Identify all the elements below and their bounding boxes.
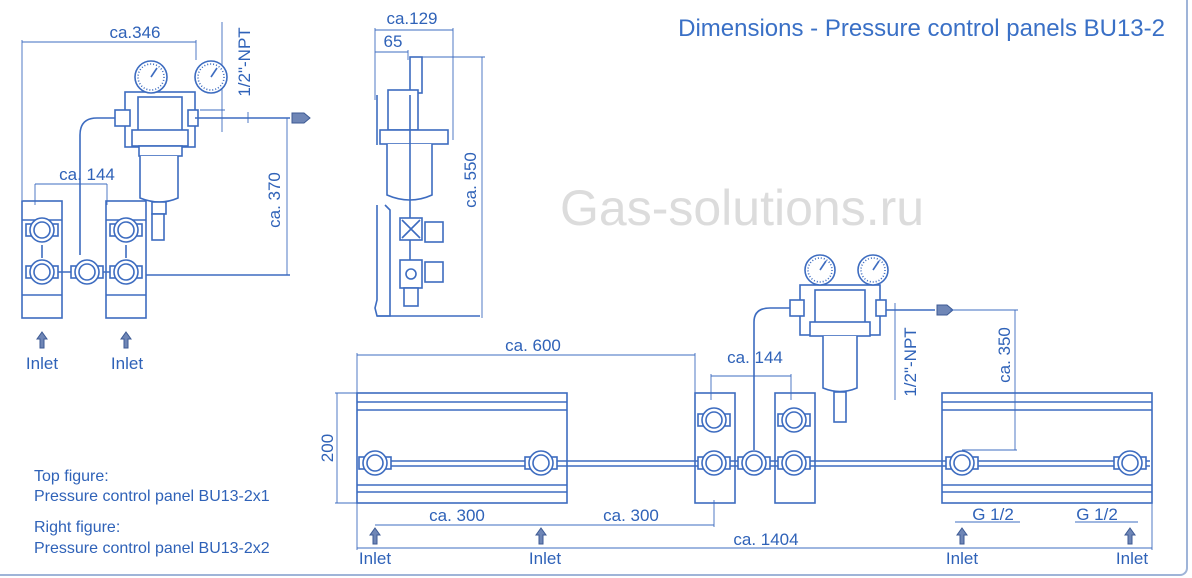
pressure-gauge-icon [804, 254, 836, 286]
pressure-gauge-icon [194, 60, 228, 94]
page-title: Dimensions - Pressure control panels BU1… [678, 15, 1165, 42]
technical-drawing [21, 22, 1153, 550]
valve-icon [109, 217, 143, 243]
valve-icon [777, 407, 811, 433]
dim-height-370: ca. 370 [265, 172, 284, 228]
inlet-thread-label: G 1/2 [972, 505, 1014, 524]
side-figure [374, 56, 480, 317]
gauges [25, 60, 1147, 476]
caption-top-label: Top figure: [34, 468, 109, 485]
inlet-label: Inlet [26, 354, 58, 373]
valve-icon [697, 407, 731, 433]
dim-inlet-spacing: ca. 300 [429, 506, 485, 525]
outlet-arrow-icon [291, 112, 311, 124]
pressure-gauge-icon [134, 60, 168, 94]
valve-icon [25, 217, 59, 243]
dim-panel-width-600: ca. 600 [505, 336, 561, 355]
top-figure-dimensions [21, 22, 311, 275]
dim-spacing-144: ca. 144 [727, 348, 783, 367]
inlet-arrow-icon [535, 527, 547, 545]
valve-icon [737, 450, 771, 476]
inlet-arrow-icon [956, 527, 968, 545]
dim-panel-height-200: 200 [318, 434, 337, 462]
pressure-gauge-icon [857, 254, 889, 286]
inlet-label: Inlet [111, 354, 143, 373]
inlet-label: Inlet [359, 549, 391, 568]
inlet-arrow-icon [369, 527, 381, 545]
caption-top-desc: Pressure control panel BU13-2x1 [34, 488, 270, 505]
inlet-label: Inlet [1116, 549, 1148, 568]
valve-icon [697, 450, 731, 476]
top-figure-regulator [79, 91, 290, 255]
bottom-figure-dimensions [335, 303, 1153, 550]
inlet-arrow-icon [120, 331, 132, 349]
valve-icon [358, 450, 392, 476]
dim-height-550: ca. 550 [461, 152, 480, 208]
dim-inlet-spacing: ca. 300 [603, 506, 659, 525]
outlet-thread-label: 1/2"-NPT [901, 327, 920, 396]
dim-offset-65: 65 [384, 32, 403, 51]
valve-icon [109, 259, 143, 285]
caption-right-desc: Pressure control panel BU13-2x2 [34, 540, 270, 557]
top-figure-panel-right [55, 200, 290, 319]
dim-width-346: ca.346 [109, 23, 160, 42]
dim-outlet-height-350: ca. 350 [995, 327, 1014, 383]
valve-icon [777, 450, 811, 476]
valve-icon [1113, 450, 1147, 476]
caption-right-label: Right figure: [34, 519, 120, 536]
outlet-thread-label: 1/2"-NPT [235, 27, 254, 96]
inlet-arrow-icon [1124, 527, 1136, 545]
inlet-thread-label: G 1/2 [1076, 505, 1118, 524]
dim-spacing-144: ca. 144 [59, 165, 115, 184]
valve-icon [945, 450, 979, 476]
valve-icon [25, 259, 59, 285]
inlet-arrows [36, 331, 1136, 545]
inlet-label: Inlet [529, 549, 561, 568]
watermark: Gas-solutions.ru [560, 180, 924, 236]
valve-icon [524, 450, 558, 476]
dim-depth-129: ca.129 [386, 9, 437, 28]
outlet-arrow-icon [936, 304, 954, 316]
dim-total-width-1404: ca. 1404 [733, 530, 798, 549]
valve-icon [70, 259, 104, 285]
inlet-label: Inlet [946, 549, 978, 568]
side-figure-dimensions [374, 28, 485, 318]
inlet-arrow-icon [36, 331, 48, 349]
